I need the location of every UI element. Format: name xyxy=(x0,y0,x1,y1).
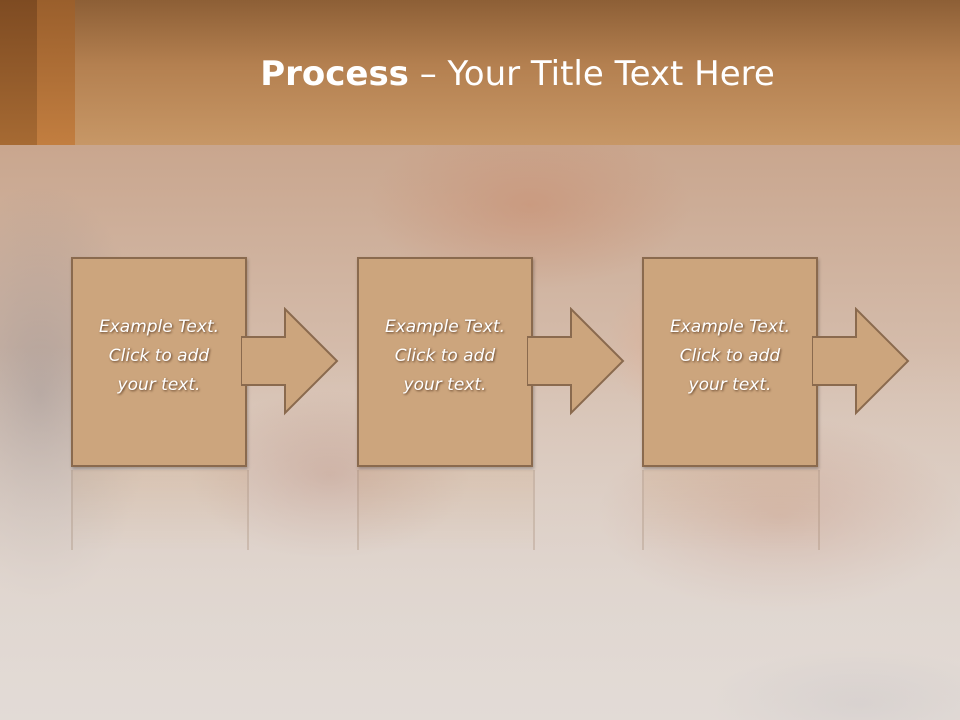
title-accent-stripe xyxy=(37,0,75,145)
step-box[interactable] xyxy=(71,257,247,467)
step-text[interactable]: Example Text. Click to add your text. xyxy=(669,317,791,395)
step-text[interactable]: Example Text. Click to add your text. xyxy=(98,317,220,395)
process-step-3[interactable]: Example Text. Click to add your text. xyxy=(642,257,912,467)
step-box[interactable] xyxy=(642,257,818,467)
title-bar: Process – Your Title Text Here xyxy=(0,0,960,145)
title-accent-stripe xyxy=(0,0,37,145)
process-step-1[interactable]: Example Text. Click to add your text. xyxy=(71,257,341,467)
title-rest-text: – Your Title Text Here xyxy=(408,54,775,94)
process-step-2[interactable]: Example Text. Click to add your text. xyxy=(357,257,627,467)
right-arrow-icon xyxy=(812,307,910,416)
right-arrow-icon xyxy=(527,307,625,416)
title-bold-text: Process xyxy=(260,54,409,94)
slide-title[interactable]: Process – Your Title Text Here xyxy=(75,52,960,96)
step-text[interactable]: Example Text. Click to add your text. xyxy=(384,317,506,395)
right-arrow-icon xyxy=(241,307,339,416)
